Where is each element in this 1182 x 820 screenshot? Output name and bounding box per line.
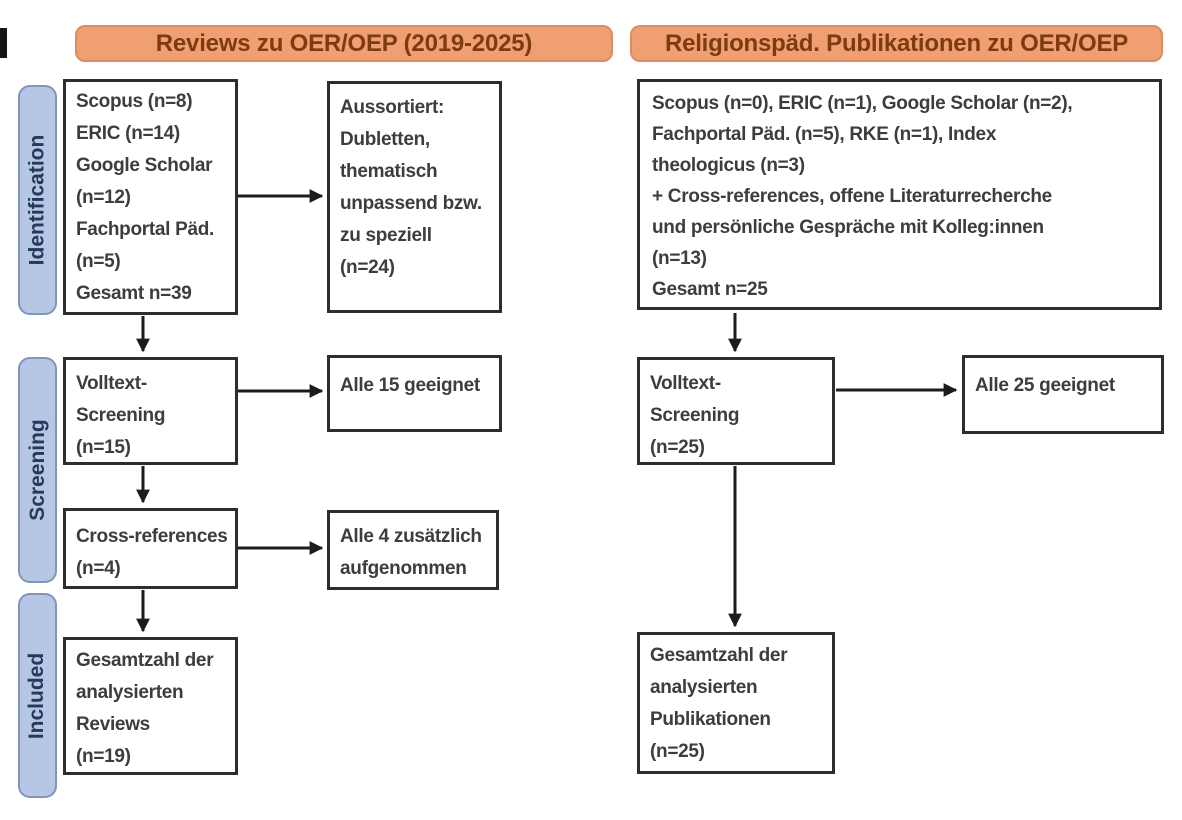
box-identification-sources-left: Scopus (n=8) ERIC (n=14) Google Scholar … — [63, 79, 238, 315]
box-alle-4-zusaetzlich: Alle 4 zusätzlich aufgenommen — [327, 510, 499, 590]
box-gesamtzahl-reviews: Gesamtzahl der analysierten Reviews (n=1… — [63, 637, 238, 775]
stage-label-included: Included — [18, 593, 57, 798]
box-cross-references: Cross-references (n=4) — [63, 508, 238, 589]
box-alle-25-geeignet: Alle 25 geeignet — [962, 355, 1164, 434]
column-header-publikationen: Religionspäd. Publikationen zu OER/OEP — [630, 25, 1163, 62]
box-alle-15-geeignet: Alle 15 geeignet — [327, 355, 502, 432]
stage-label-screening-text: Screening — [25, 419, 49, 521]
box-volltext-screening-left: Volltext- Screening (n=15) — [63, 357, 238, 465]
stage-label-identification-text: Identification — [25, 134, 49, 266]
box-identification-sources-right: Scopus (n=0), ERIC (n=1), Google Scholar… — [637, 79, 1162, 310]
stage-label-screening: Screening — [18, 357, 57, 583]
stage-label-identification: Identification — [18, 85, 57, 315]
scan-edge-artifact — [0, 28, 7, 58]
column-header-reviews: Reviews zu OER/OEP (2019-2025) — [75, 25, 613, 62]
box-gesamtzahl-publikationen: Gesamtzahl der analysierten Publikatione… — [637, 632, 835, 774]
box-volltext-screening-right: Volltext- Screening (n=25) — [637, 357, 835, 465]
box-aussortiert: Aussortiert: Dubletten, thematisch unpas… — [327, 81, 502, 313]
stage-label-included-text: Included — [25, 652, 49, 739]
